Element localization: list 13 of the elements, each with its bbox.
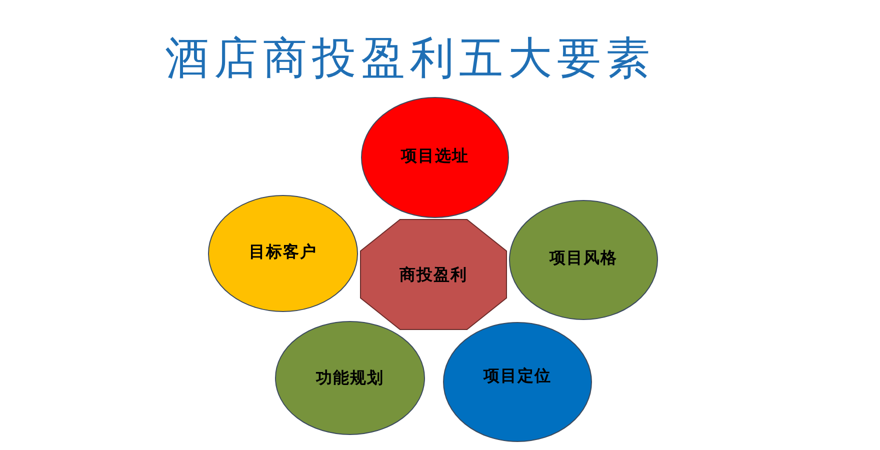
- factor-ellipse: [443, 322, 592, 442]
- diagram-title: 酒店商投盈利五大要素: [164, 32, 656, 86]
- node-label: 项目选址: [401, 146, 469, 166]
- node-label: 项目定位: [484, 366, 552, 386]
- center-octagon: [360, 219, 507, 330]
- factor-ellipse: [208, 195, 358, 312]
- node-label: 目标客户: [249, 242, 317, 262]
- node-label: 商投盈利: [400, 264, 468, 284]
- node-label: 功能规划: [316, 368, 384, 388]
- factor-ellipse: [361, 97, 509, 218]
- factor-ellipse: [509, 200, 658, 320]
- factor-ellipse: [275, 321, 425, 435]
- node-label: 项目风格: [550, 248, 618, 268]
